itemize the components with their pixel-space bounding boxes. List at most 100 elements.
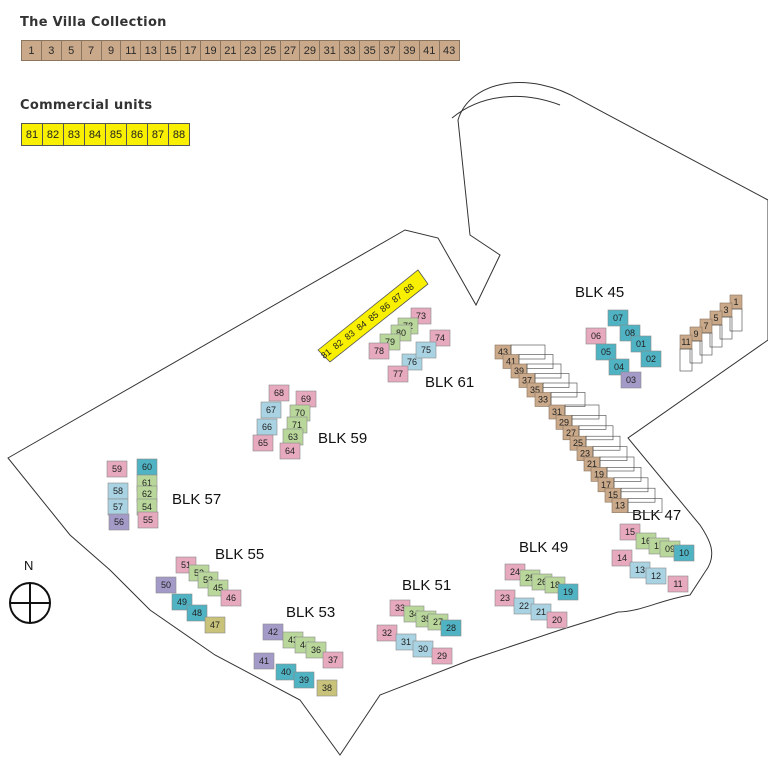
block-label-59: BLK 59	[318, 430, 367, 447]
map-villa-north-39[interactable]: 39	[510, 363, 562, 379]
blk-45-unit-07[interactable]: 07	[607, 309, 629, 327]
svg-text:48: 48	[192, 608, 202, 618]
map-commercial-unit-85[interactable]: 85	[366, 309, 380, 323]
blk-51-unit-28[interactable]: 28	[440, 619, 462, 637]
map-commercial-unit-81[interactable]: 81	[319, 347, 333, 361]
blk-53-unit-36[interactable]: 36	[305, 641, 327, 659]
blk-57-unit-60[interactable]: 60	[136, 458, 158, 476]
villa-unit-5[interactable]: 5	[60, 40, 82, 61]
blk-59-unit-67[interactable]: 67	[260, 401, 282, 419]
commercial-unit-87[interactable]: 87	[147, 123, 169, 146]
blk-55-unit-48[interactable]: 48	[186, 604, 208, 622]
map-commercial-unit-83[interactable]: 83	[343, 328, 357, 342]
map-villa-south-19[interactable]: 19	[590, 467, 642, 482]
villa-unit-41[interactable]: 41	[418, 40, 440, 61]
map-commercial-unit-87[interactable]: 87	[390, 291, 404, 305]
blk-49-unit-19[interactable]: 19	[557, 583, 579, 601]
map-villa-north-43[interactable]: 43	[494, 344, 546, 360]
svg-text:68: 68	[274, 388, 284, 398]
map-villa-south-13[interactable]: 13	[611, 498, 663, 513]
blk-49-unit-20[interactable]: 20	[546, 611, 568, 629]
map-villa-east-3[interactable]: 3	[719, 302, 733, 340]
blk-55-unit-50[interactable]: 50	[155, 576, 177, 594]
blk-51-unit-29[interactable]: 29	[431, 647, 453, 665]
villa-unit-9[interactable]: 9	[100, 40, 122, 61]
blk-57-unit-55[interactable]: 55	[137, 511, 159, 529]
blk-59-unit-65[interactable]: 65	[252, 434, 274, 452]
blk-61-unit-75[interactable]: 75	[415, 341, 437, 359]
map-villa-north-33[interactable]: 33	[534, 392, 586, 407]
blk-45-unit-04[interactable]: 04	[608, 358, 630, 376]
blk-59-unit-69[interactable]: 69	[295, 390, 317, 408]
block-label-61: BLK 61	[425, 374, 474, 391]
map-villa-north-35[interactable]: 35	[526, 382, 578, 398]
blk-45-unit-03[interactable]: 03	[620, 371, 642, 389]
blk-45-unit-05[interactable]: 05	[595, 343, 617, 361]
villa-unit-39[interactable]: 39	[398, 40, 420, 61]
blk-57-unit-59[interactable]: 59	[106, 460, 128, 478]
map-commercial-unit-88[interactable]: 88	[402, 282, 416, 296]
villa-unit-37[interactable]: 37	[379, 40, 400, 61]
map-villa-east-1[interactable]: 1	[729, 294, 743, 332]
blk-53-unit-39[interactable]: 39	[293, 671, 315, 689]
blk-45-unit-02[interactable]: 02	[640, 350, 662, 368]
svg-text:25: 25	[573, 438, 583, 448]
commercial-unit-88[interactable]: 88	[168, 123, 190, 146]
blk-53-unit-37[interactable]: 37	[322, 651, 344, 669]
villa-unit-33[interactable]: 33	[339, 40, 361, 61]
map-commercial-unit-84[interactable]: 84	[355, 319, 369, 333]
svg-text:16: 16	[641, 536, 651, 546]
blk-61-unit-77[interactable]: 77	[387, 365, 409, 383]
map-villa-east-5[interactable]: 5	[709, 310, 723, 348]
map-villa-east-7[interactable]: 7	[699, 318, 713, 356]
blk-57-unit-57[interactable]: 57	[107, 498, 129, 516]
blk-53-unit-42[interactable]: 42	[262, 623, 284, 641]
blk-45-unit-01[interactable]: 01	[630, 335, 652, 353]
map-villa-north-37[interactable]: 37	[518, 373, 570, 388]
blk-55-unit-47[interactable]: 47	[204, 616, 226, 634]
commercial-unit-82[interactable]: 82	[42, 123, 64, 146]
villa-unit-31[interactable]: 31	[319, 40, 341, 61]
blk-51-unit-30[interactable]: 30	[412, 640, 434, 658]
blk-47-unit-10[interactable]: 10	[673, 544, 695, 562]
villa-unit-21[interactable]: 21	[219, 40, 241, 61]
map-villa-north-41[interactable]: 41	[502, 354, 554, 369]
blk-55-unit-46[interactable]: 46	[220, 589, 242, 607]
blk-47-unit-11[interactable]: 11	[667, 575, 689, 593]
svg-text:61: 61	[142, 478, 152, 488]
map-villa-east-9[interactable]: 9	[689, 326, 703, 364]
blk-59-unit-63[interactable]: 63	[282, 428, 304, 446]
villa-unit-43[interactable]: 43	[438, 40, 460, 61]
blk-51-unit-32[interactable]: 32	[376, 624, 398, 642]
blk-61-unit-78[interactable]: 78	[368, 342, 390, 360]
blk-53-unit-38[interactable]: 38	[316, 679, 338, 697]
blk-53-unit-40[interactable]: 40	[275, 663, 297, 681]
svg-text:20: 20	[552, 615, 562, 625]
map-villa-east-11[interactable]: 11	[679, 334, 693, 372]
map-commercial-unit-86[interactable]: 86	[378, 300, 392, 314]
blk-47-unit-12[interactable]: 12	[645, 567, 667, 585]
villa-unit-35[interactable]: 35	[359, 40, 381, 61]
blk-47-unit-15[interactable]: 15	[619, 523, 641, 541]
blk-47-unit-14[interactable]: 14	[611, 549, 633, 567]
blk-59-unit-64[interactable]: 64	[279, 442, 301, 460]
blk-59-unit-68[interactable]: 68	[268, 384, 290, 402]
commercial-unit-84[interactable]: 84	[84, 123, 106, 146]
blk-53-unit-41[interactable]: 41	[253, 652, 275, 670]
map-commercial-unit-82[interactable]: 82	[331, 337, 345, 351]
blk-45-unit-06[interactable]: 06	[585, 327, 607, 345]
villa-unit-13[interactable]: 13	[140, 40, 162, 61]
villa-unit-25[interactable]: 25	[259, 40, 281, 61]
villa-unit-23[interactable]: 23	[239, 40, 261, 61]
commercial-unit-85[interactable]: 85	[105, 123, 127, 146]
blk-57-unit-58[interactable]: 58	[107, 482, 129, 500]
blk-57-unit-56[interactable]: 56	[108, 513, 130, 531]
blk-59-unit-66[interactable]: 66	[256, 418, 278, 436]
svg-text:03: 03	[626, 375, 636, 385]
svg-text:08: 08	[625, 328, 635, 338]
svg-text:67: 67	[266, 405, 276, 415]
svg-text:07: 07	[613, 313, 623, 323]
blk-49-unit-23[interactable]: 23	[494, 589, 516, 607]
svg-text:43: 43	[288, 635, 298, 645]
